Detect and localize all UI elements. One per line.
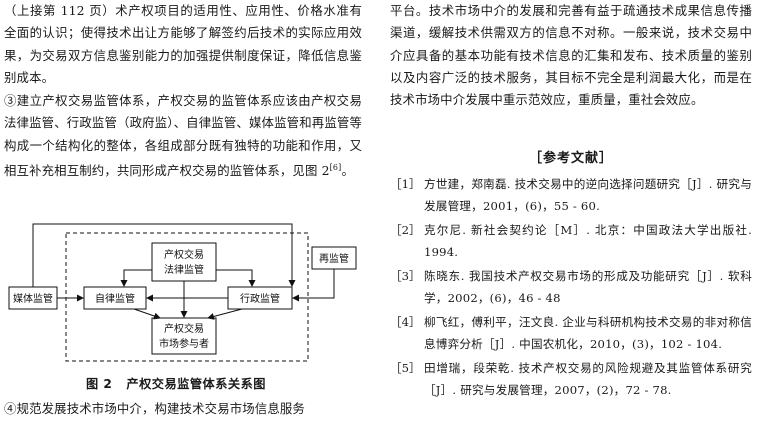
node-participants-line2: 市场参与者 [159,337,209,350]
reference-number: ［2］ [390,222,421,237]
reference-text: 克尔尼. 新社会契约论［M］. 北京：中国政法大学出版社. 1994. [424,222,752,259]
reference-item: ［3］陈晓东. 我国技术产权交易市场的形成及功能研究［J］. 软科学，2002，… [390,266,752,310]
reference-item: ［2］克尔尼. 新社会契约论［M］. 北京：中国政法大学出版社. 1994. [390,220,752,264]
references-heading: ［参考文献］ [528,151,613,166]
node-participants-line1: 产权交易 [164,322,204,335]
arrow-law-self [120,269,152,287]
reference-number: ［5］ [390,360,421,375]
citation-marker: [6] [329,162,342,172]
caption-text: 产权交易监管体系关系图 [126,377,266,391]
reference-item: ［1］方世建，郑南磊. 技术交易中的逆向选择问题研究［J］. 研究与发展管理，2… [390,174,752,218]
figure-diagram: 产权交易 法律监管 自律监管 行政监管 媒体监管 再监管 产权交易 市场参与者 [4,218,362,368]
body-paragraph: ④规范发展技术市场中介，构建技术交易市场信息服务 [4,401,305,416]
reference-text: 田增瑞，段荣乾. 技术产权交易的风险规避及其监管体系研究［J］. 研究与发展管理… [424,360,752,397]
body-paragraph: ③建立产权交易监管体系，产权交易的监管体系应该由产权交易法律监管、行政监管（政府… [4,90,362,182]
node-remonitor-label: 再监管 [319,252,349,265]
reference-number: ［4］ [390,314,421,329]
paragraph-text: ③建立产权交易监管体系，产权交易的监管体系应该由产权交易法律监管、行政监管（政府… [4,93,362,178]
body-paragraph: （上接第 112 页）术产权项目的适用性、应用性、价格水准有全面的认识；使得技术… [4,3,362,85]
figure-caption: 图 2 产权交易监管体系关系图 [4,374,362,392]
reference-text: 方世建，郑南磊. 技术交易中的逆向选择问题研究［J］. 研究与发展管理，2001… [424,177,752,213]
arrow-admin-participants [207,308,243,320]
reference-text: 柳飞红，傅利平，汪文良. 企业与科研机构技术交易的非对称信息博弈分析［J］. 中… [424,314,752,351]
reference-number: ［3］ [390,268,421,283]
system-boundary [65,232,309,362]
node-law-line2: 法律监管 [164,263,204,276]
reference-item: ［5］田增瑞，段荣乾. 技术产权交易的风险规避及其监管体系研究［J］. 研究与发… [390,358,752,402]
node-admin-label: 行政监管 [240,292,280,305]
caption-number: 图 2 [86,377,113,391]
node-law [151,242,217,282]
node-law-line1: 产权交易 [164,248,204,261]
node-media-label: 媒体监管 [13,292,53,305]
arrow-media-admin [32,223,296,287]
arrow-self-participants [133,308,161,320]
node-participants [151,317,217,355]
reference-item: ［4］柳飞红，傅利平，汪文良. 企业与科研机构技术交易的非对称信息博弈分析［J］… [390,312,752,356]
supervision-diagram: 产权交易 法律监管 自律监管 行政监管 媒体监管 再监管 产权交易 市场参与者 [8,223,357,362]
references-list: ［1］方世建，郑南磊. 技术交易中的逆向选择问题研究［J］. 研究与发展管理，2… [390,174,752,404]
paragraph-end: 。 [341,162,354,178]
reference-text: 陈晓东. 我国技术产权交易市场的形成及功能研究［J］. 软科学，2002，(6)… [424,268,752,305]
body-paragraph: 平台。技术市场中介的发展和完善有益于疏通技术成果信息传播渠道，缓解技术供需双方的… [390,3,752,108]
arrow-remonitor-admin [292,269,335,302]
reference-number: ［1］ [390,177,421,191]
arrow-law-admin [216,269,256,287]
node-self-label: 自律监管 [95,292,135,305]
